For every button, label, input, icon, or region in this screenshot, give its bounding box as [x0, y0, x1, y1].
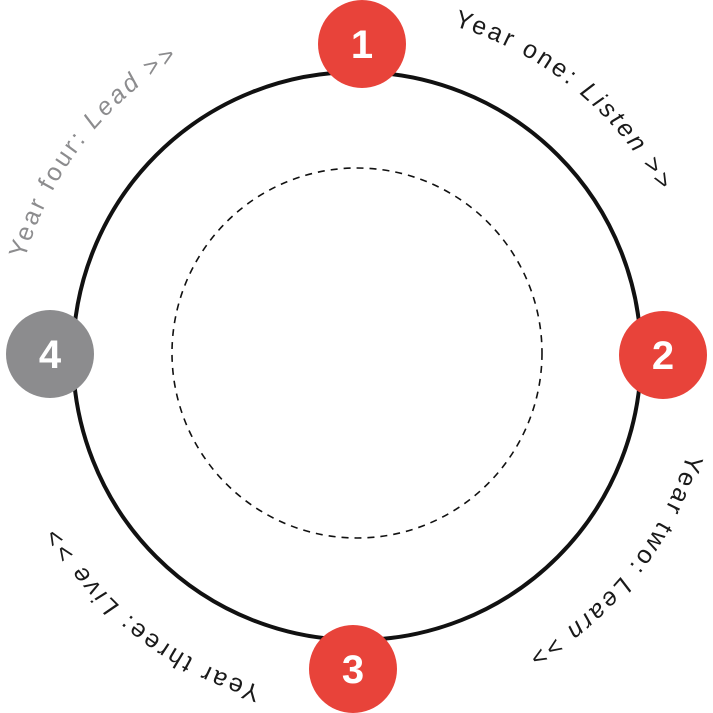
step-badge-3-number: 3: [342, 648, 364, 692]
step-label-2-emphasis: Learn: [560, 572, 637, 647]
step-label-4-emphasis: Lead: [78, 66, 147, 134]
step-badge-2-circle: [619, 311, 707, 399]
step-badge-4[interactable]: 4: [6, 310, 94, 398]
step-label-3-prefix: Year three:: [105, 601, 263, 707]
step-badge-2[interactable]: 2: [619, 311, 707, 399]
step-badge-3[interactable]: 3: [309, 625, 397, 713]
step-badge-1-circle: [318, 0, 406, 88]
step-badge-3-circle: [309, 625, 397, 713]
step-badge-2-number: 2: [652, 334, 674, 378]
step-badge-1[interactable]: 1: [318, 0, 406, 88]
step-label-1-emphasis: Listen: [575, 77, 654, 159]
inner-dashed-ring: [171, 167, 543, 539]
step-label-1-prefix: Year one:: [452, 5, 593, 98]
step-badge-1-number: 1: [351, 23, 373, 67]
step-label-4-prefix: Year four:: [4, 116, 99, 261]
step-label-4: Year four: Lead >>: [4, 39, 183, 261]
step-label-2-prefix: Year two:: [616, 452, 708, 590]
step-badge-4-number: 4: [39, 333, 62, 377]
outer-ring: [71, 70, 643, 642]
step-badge-4-circle: [6, 310, 94, 398]
